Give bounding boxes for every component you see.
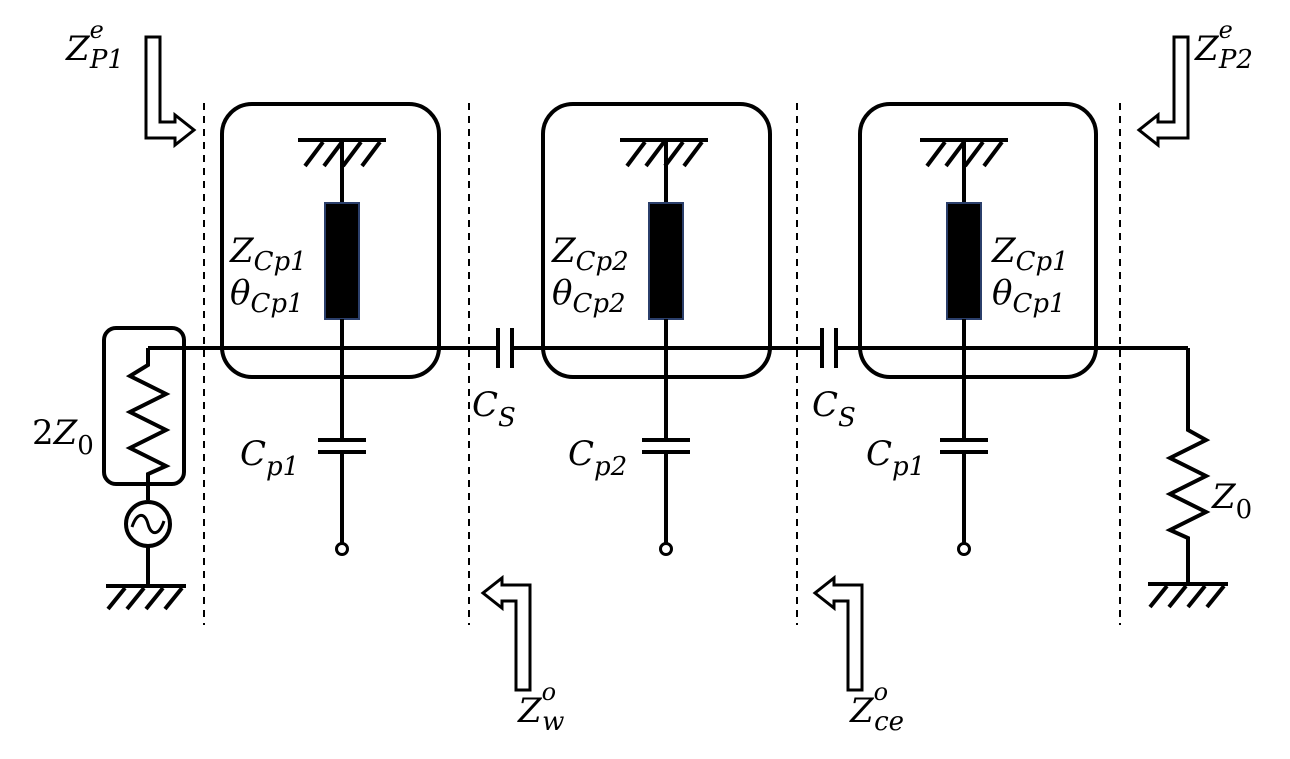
port-p1-arrow-icon <box>144 35 197 149</box>
load-ground-icon <box>1148 582 1228 609</box>
resonator-cell-1-stub <box>298 138 386 556</box>
cell-3-impedance-label: ZCp1 <box>991 231 1069 277</box>
cell-2-angle-label: θCp2 <box>552 273 626 319</box>
source-resistor <box>125 348 171 500</box>
cell-1-angle-label: θCp1 <box>230 273 304 319</box>
port-ce-arrow-icon <box>812 574 864 692</box>
ac-source-icon <box>124 500 172 548</box>
port-p2-arrow-icon <box>1136 35 1190 149</box>
cell-3-capacitor-label: Cp1 <box>866 434 925 482</box>
series-capacitor-1-label: CS <box>472 385 516 433</box>
load-impedance-label: Z0 <box>1211 477 1252 525</box>
resonator-cell-box-1 <box>220 102 441 379</box>
port-w-arrow-icon <box>480 574 532 692</box>
resonator-cell-box-2 <box>541 102 772 379</box>
resonator-cell-box-3 <box>858 102 1098 379</box>
load-resistor <box>1165 348 1211 584</box>
series-capacitor-1 <box>496 328 514 368</box>
cell-1-capacitor-label: Cp1 <box>240 434 299 482</box>
source-impedance-label: 2Z0 <box>32 413 94 461</box>
resonator-cell-3-stub <box>920 138 1008 556</box>
source-resistor-box <box>102 326 186 486</box>
series-capacitor-2-label: CS <box>812 385 856 433</box>
resonator-cell-2-stub <box>620 138 708 556</box>
cell-2-capacitor-label: Cp2 <box>568 434 627 482</box>
source-ground-icon <box>106 546 186 611</box>
series-capacitor-2 <box>820 328 838 368</box>
cell-3-angle-label: θCp1 <box>992 273 1066 319</box>
cell-2-impedance-label: ZCp2 <box>551 231 629 277</box>
cell-1-impedance-label: ZCp1 <box>229 231 307 277</box>
